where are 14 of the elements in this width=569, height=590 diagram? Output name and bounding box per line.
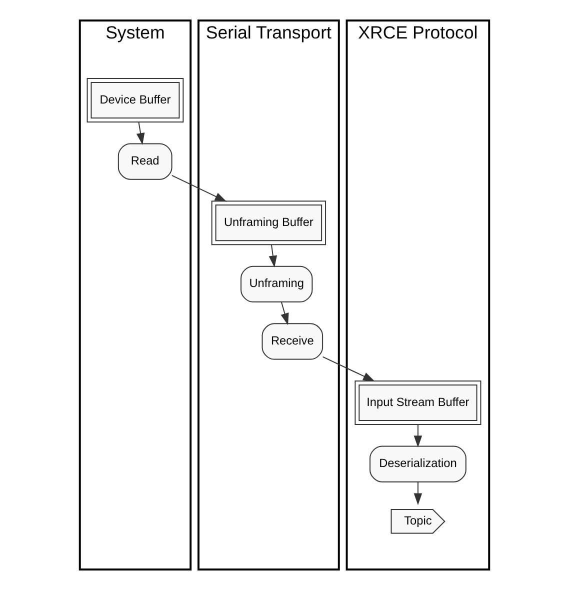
node-box: Unframing Buffer (211, 200, 326, 246)
node-box: Device Buffer (86, 78, 184, 122)
arrow (414, 481, 422, 506)
arrow (136, 122, 145, 145)
node-box: Receive (262, 323, 324, 360)
arrow (322, 356, 375, 382)
arrow (268, 244, 278, 268)
node-box: Input Stream Buffer (354, 380, 482, 425)
node-box: Unframing (240, 266, 313, 302)
arrow (414, 424, 422, 448)
node-box: Deserialization (370, 446, 466, 482)
arrow (280, 302, 289, 326)
node-box: Read (118, 143, 172, 180)
arrow (171, 174, 227, 202)
